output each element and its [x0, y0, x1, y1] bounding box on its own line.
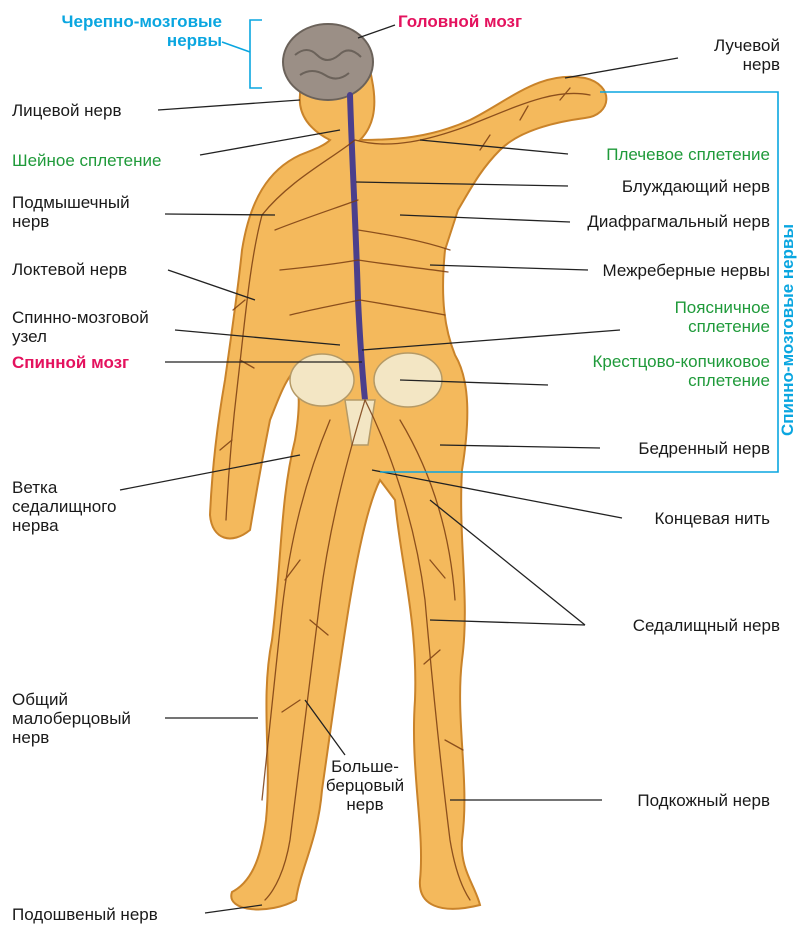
phrenic-nerve-label: Диафрагмальный нерв: [520, 212, 770, 231]
radial-nerve-label: Лучевой нерв: [660, 36, 780, 74]
common-peroneal-label: Общий малоберцовый нерв: [12, 690, 131, 747]
cranial-bracket-leader: [222, 42, 250, 52]
filum-terminale-label: Концевая нить: [520, 509, 770, 528]
sacrococcygeal-plexus-label: Крестцово-копчиковое сплетение: [520, 352, 770, 390]
spinal-cord-label: Спинной мозг: [12, 353, 129, 372]
lumbar-plexus-label: Поясничное сплетение: [560, 298, 770, 336]
femoral-nerve-label: Бедренный нерв: [520, 439, 770, 458]
brachial-plexus-label: Плечевое сплетение: [520, 145, 770, 164]
leader-facial: [158, 100, 300, 110]
vagus-nerve-label: Блуждающий нерв: [520, 177, 770, 196]
tibial-nerve-label: Больше- берцовый нерв: [310, 757, 420, 814]
facial-nerve-label: Лицевой нерв: [12, 101, 122, 120]
sciatic-nerve-label: Седалищный нерв: [520, 616, 780, 635]
ulnar-nerve-label: Локтевой нерв: [12, 260, 127, 279]
cranial-nerves-label: Черепно-мозговые нервы: [4, 12, 222, 50]
leader-sciatic-branch: [120, 455, 300, 490]
plantar-nerve-label: Подошвеный нерв: [12, 905, 158, 924]
brain-label: Головной мозг: [398, 12, 522, 31]
brain-shape: [283, 24, 373, 100]
axillary-nerve-label: Подмышечный нерв: [12, 193, 130, 231]
sciatic-branch-label: Ветка седалищного нерва: [12, 478, 116, 535]
spinal-ganglion-label: Спинно-мозговой узел: [12, 308, 149, 346]
saphenous-nerve-label: Подкожный нерв: [520, 791, 770, 810]
intercostal-nerves-label: Межреберные нервы: [520, 261, 770, 280]
cranial-bracket: [250, 20, 262, 88]
leader-brain: [358, 25, 395, 38]
cervical-plexus-label: Шейное сплетение: [12, 151, 161, 170]
spinal-nerves-label: Спинно-мозговые нервы: [778, 224, 798, 436]
